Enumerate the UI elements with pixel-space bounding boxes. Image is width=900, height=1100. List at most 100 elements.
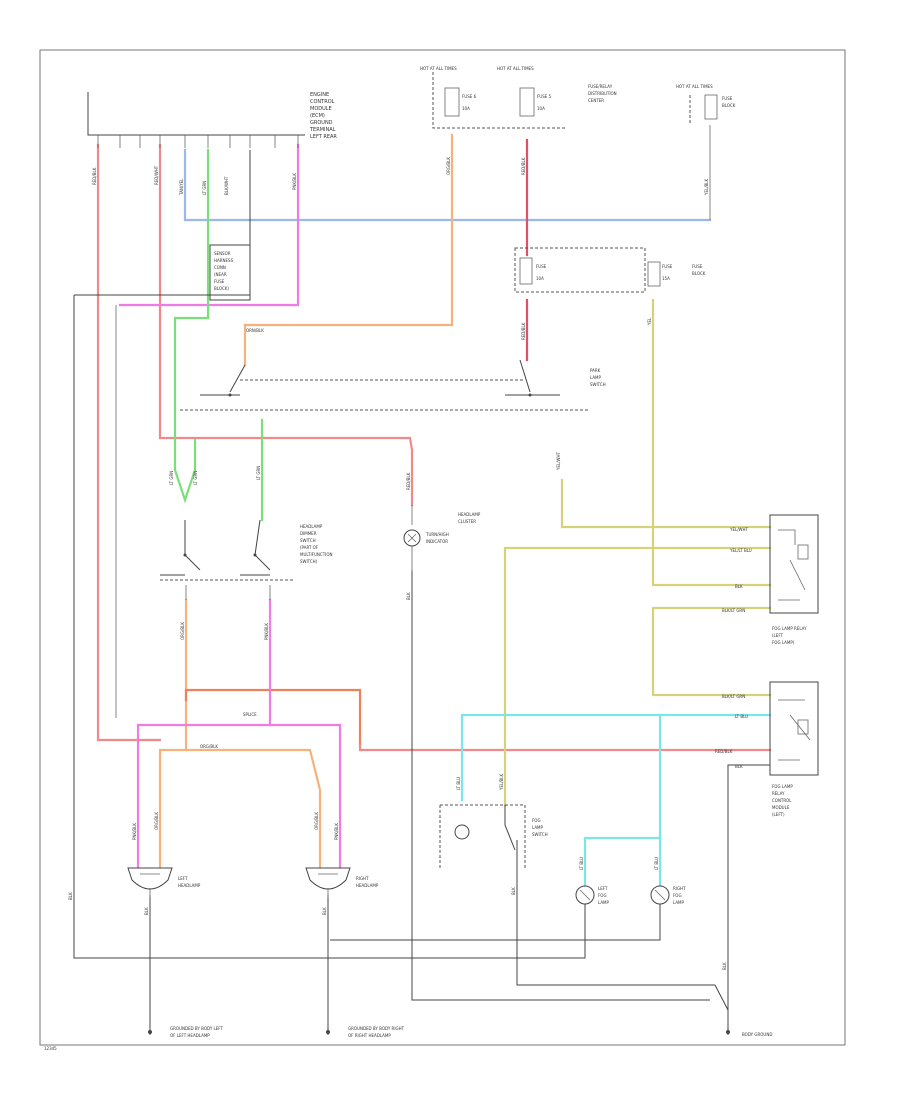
wire-label: RED/BLK — [521, 322, 526, 340]
wire-cyan-relay — [460, 713, 772, 802]
wire-label: ORG/BLK — [446, 157, 451, 175]
park-lamp-switch — [180, 359, 590, 411]
wire-black-relay — [727, 764, 770, 1035]
wire-label: BLK — [406, 592, 411, 600]
wire-label: RED/BLK — [521, 157, 526, 175]
wire-label: PNK/BLK — [264, 623, 269, 640]
wire-label: BLK/LT GRN — [722, 608, 745, 613]
fog-lamp-relay — [769, 514, 819, 614]
wire-label: YEL/WHT — [729, 527, 749, 532]
fuse-block-hot — [689, 94, 718, 220]
fog-lamp-switch — [439, 804, 526, 870]
wires — [96, 133, 772, 887]
wire-label: RED/BLK — [92, 167, 97, 185]
ground-symbol-body — [714, 984, 730, 1034]
wire-pink-ecm — [118, 143, 300, 307]
wire-label: BLK — [322, 907, 327, 915]
wire-label: BLK — [511, 887, 516, 895]
wire-label: BLK — [735, 764, 743, 769]
wire-label: LT GRN — [202, 181, 207, 195]
diagram-frame — [39, 49, 846, 1046]
wire-black-indicator — [411, 570, 710, 1001]
wire-label: RED/WHT — [154, 165, 159, 185]
left-headlamp — [127, 867, 173, 898]
wire-olive-relay1 — [503, 546, 772, 807]
wire-label: LT BLU — [735, 714, 748, 719]
wire-label: BLK/WHT — [224, 176, 229, 195]
wire-label: LT BLU — [654, 857, 659, 870]
wire-blue — [183, 148, 712, 222]
wire-label: BLK — [722, 962, 727, 970]
wire-black-mid — [330, 900, 661, 941]
wire-label: LT BLU — [579, 857, 584, 870]
wire-label: BLK — [144, 907, 149, 915]
wire-red-left — [96, 143, 162, 742]
ground-wires — [73, 150, 770, 1035]
wire-label: ORG/BLK — [154, 812, 159, 830]
wire-label: ORG/BLK — [314, 812, 319, 830]
wire-label: LT GRN — [169, 471, 174, 485]
wire-orangered-loop — [184, 688, 362, 747]
wire-label: RED/BLK — [715, 749, 733, 754]
wire-black-left — [73, 295, 586, 959]
fuse-block-top — [432, 72, 565, 129]
body-ground-label: BODY GROUND — [742, 1032, 772, 1037]
wire-olive-relay2 — [651, 606, 772, 697]
right-headlamp — [305, 867, 351, 898]
wire-pink-right — [268, 723, 342, 872]
wire-label: BLK/LT GRN — [722, 694, 745, 699]
wire-green-ecm — [173, 148, 210, 504]
wire-olive-turn — [560, 478, 772, 529]
headlamp-dimmer-switch — [160, 519, 295, 600]
wire-label: LT GRN — [256, 466, 261, 480]
ground-symbol-left — [148, 1030, 152, 1035]
wire-label: YEL — [647, 317, 652, 326]
right-fog-lamp — [650, 885, 670, 905]
wire-label: PNK/BLK — [334, 823, 339, 840]
wire-black-fogswitch — [516, 840, 715, 986]
wire-olive-fuse — [651, 298, 772, 587]
wire-label: BLK — [735, 584, 743, 589]
wire-label: LT GRN — [193, 471, 198, 485]
wire-label: YEL/BLK — [499, 773, 504, 791]
wire-cyan-leftfog — [583, 836, 662, 887]
wire-orange-headlamp-r — [184, 748, 322, 872]
ground-symbol-right — [326, 1030, 330, 1035]
wire-label: ORN/BLK — [246, 328, 264, 333]
wire-red-ecm — [158, 143, 414, 507]
wire-red-relay — [358, 743, 772, 752]
wire-label: BLK — [68, 892, 73, 900]
ecm-connector — [87, 92, 305, 148]
wire-label: YEL/WHT — [556, 451, 561, 471]
wire-label: RED/BLK — [406, 472, 411, 490]
fog-lamp-control-module — [769, 681, 819, 776]
wire-orange-fuse — [243, 133, 454, 367]
wire-label: LT BLU — [456, 777, 461, 790]
wire-pink-dimmer — [136, 598, 272, 872]
footer-code: 12345 — [44, 1046, 57, 1051]
wire-label: PNK/BLK — [292, 173, 297, 190]
wire-label: YEL/LT BLU — [729, 548, 752, 553]
fuse-block-mid — [514, 247, 661, 293]
wire-label: ORG/BLK — [180, 622, 185, 640]
splice-label: SPLICE — [243, 712, 257, 717]
wire-labels: RED/BLK RED/WHT TAN/YEL LT GRN BLK/WHT P… — [68, 157, 752, 970]
left-fog-lamp — [575, 885, 595, 905]
